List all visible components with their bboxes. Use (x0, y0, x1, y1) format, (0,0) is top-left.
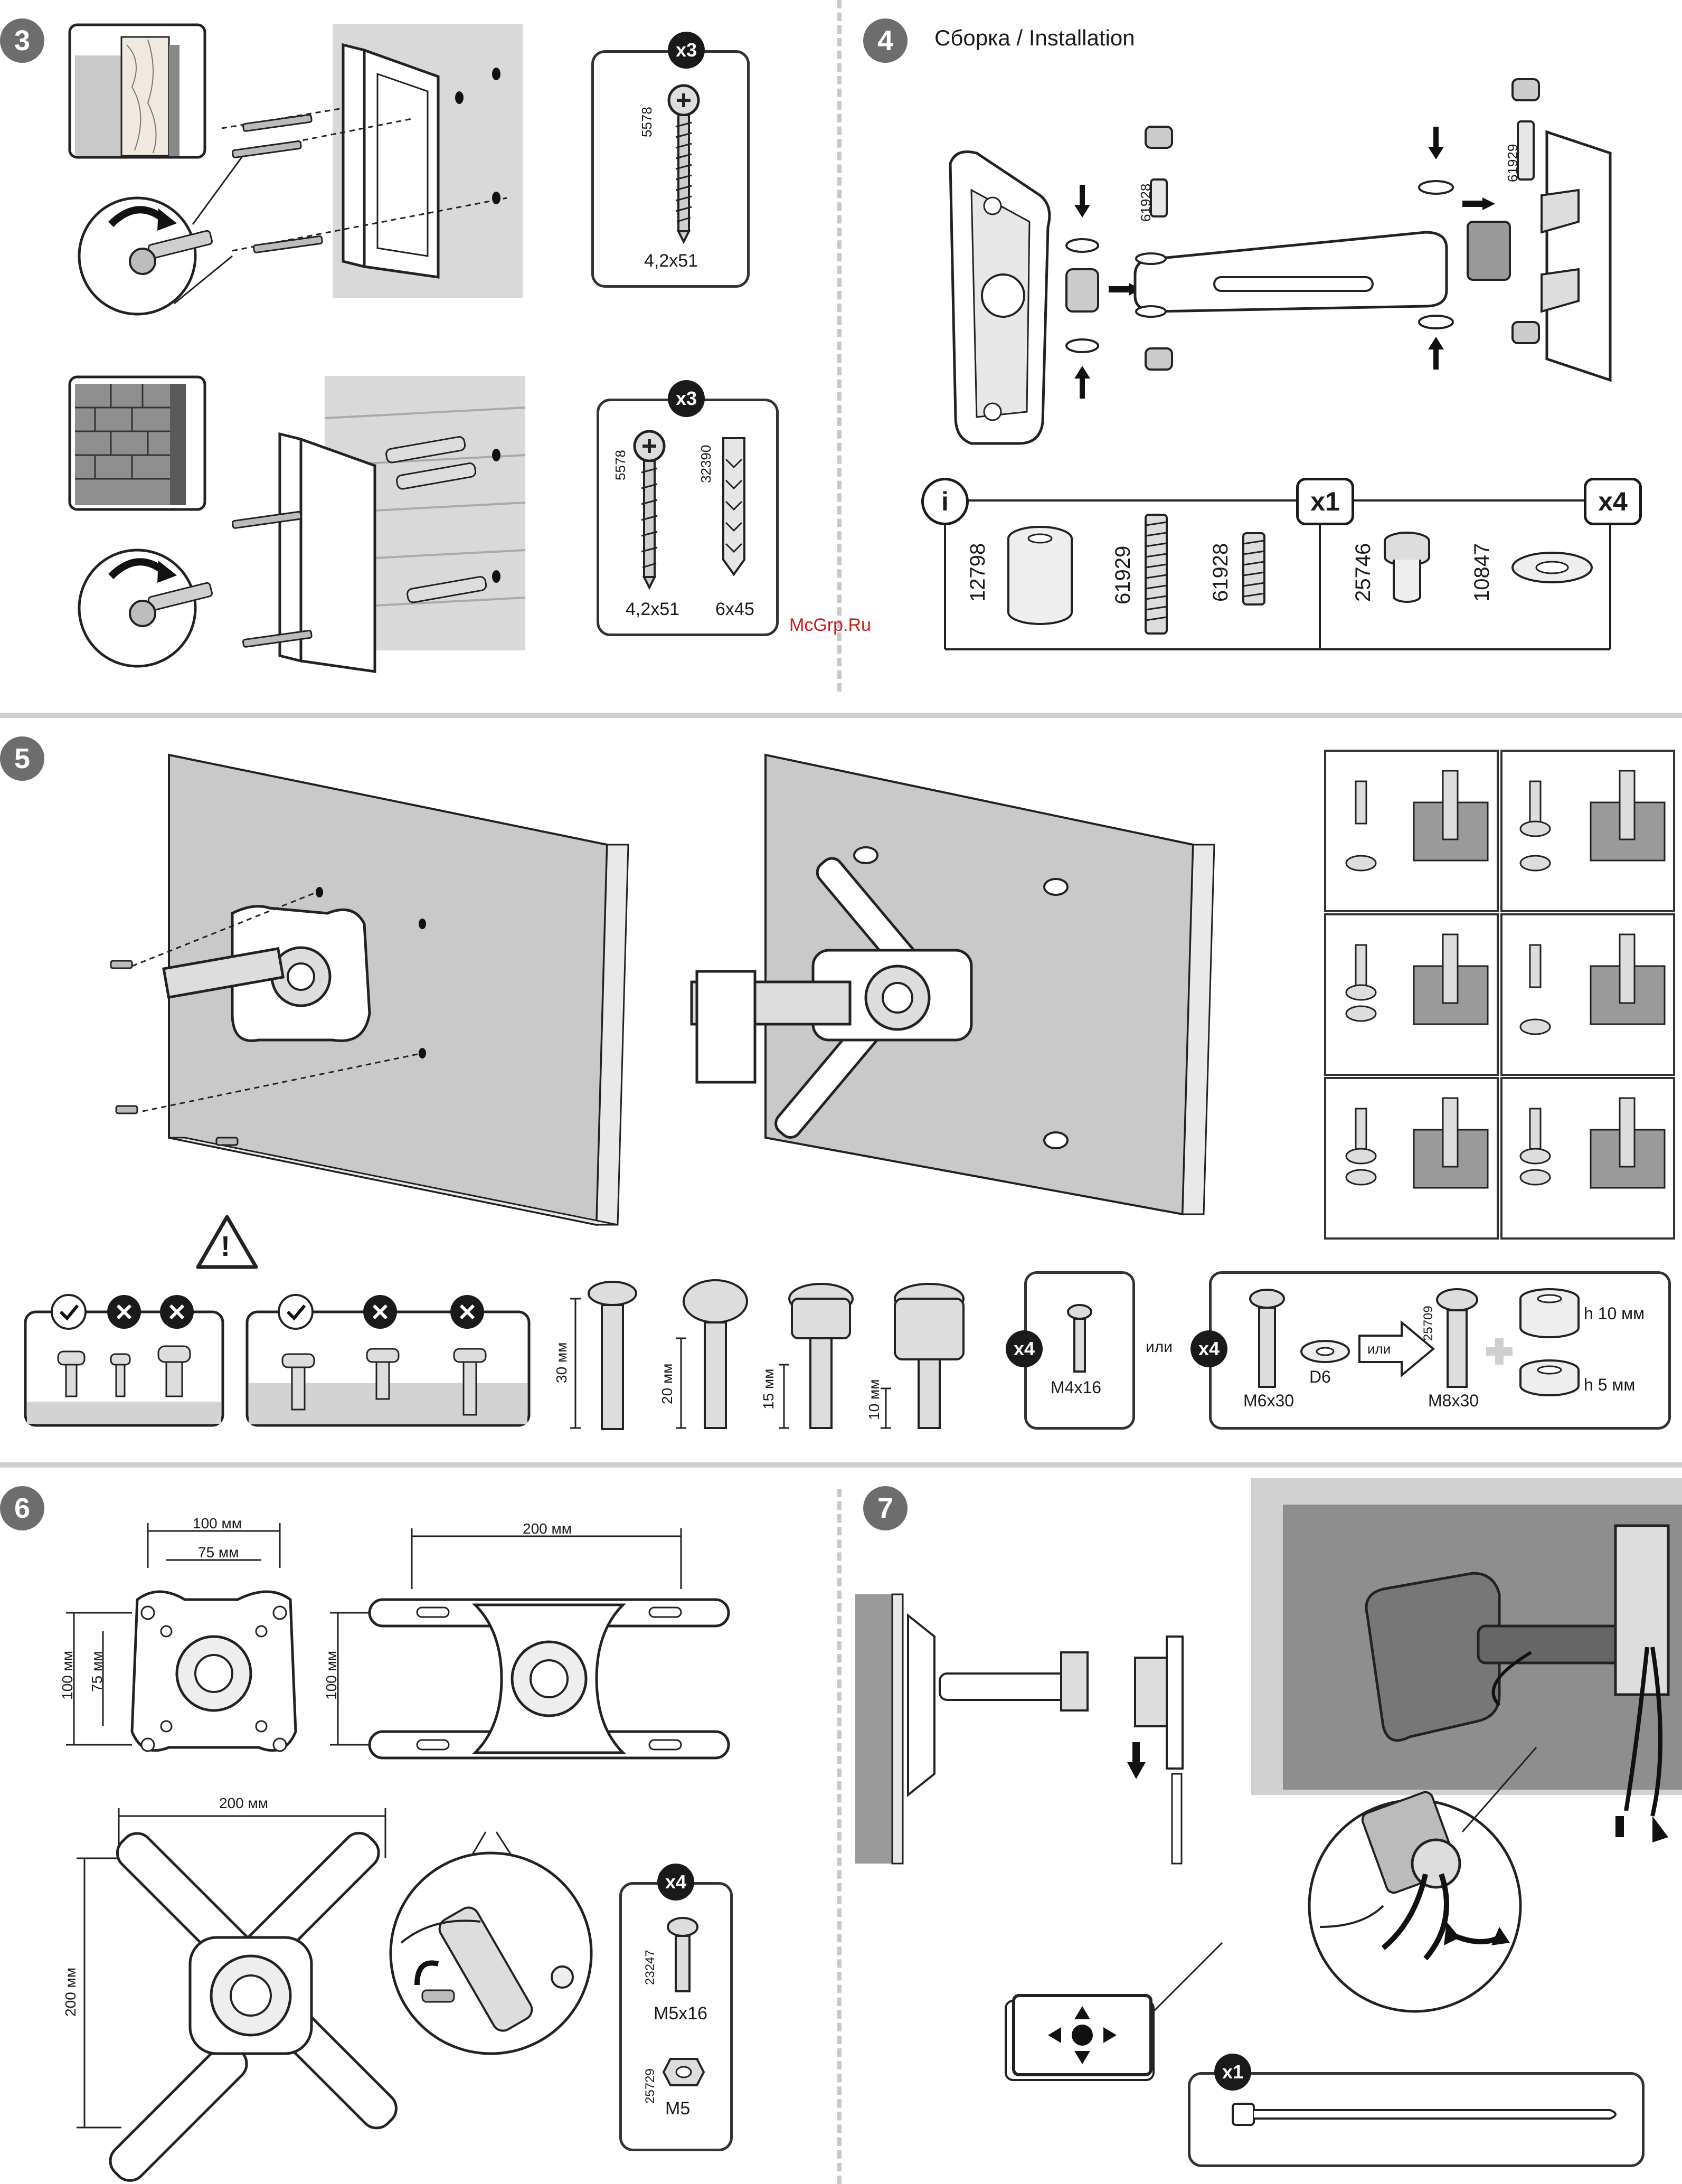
spacer-short-label: h 5 мм (1584, 1375, 1635, 1395)
step3-brick-screw-part-no: 5578 (612, 450, 629, 480)
kit-m6-screw-label: M6x30 (1243, 1391, 1294, 1411)
dim-200-cross-top: 200 мм (219, 1795, 268, 1812)
kit-m4-label: M4x16 (1051, 1378, 1101, 1397)
washer-icon (1510, 549, 1594, 586)
part-61929-label: 61929 (1111, 546, 1135, 604)
step-4-title: Сборка / Installation (934, 25, 1135, 51)
kit-m8-screw-label: M8x30 (1428, 1391, 1479, 1411)
warning-exclamation: ! (221, 1230, 230, 1263)
screw-icon (1436, 1288, 1478, 1388)
vesa-cross-plate-diagram (63, 1805, 433, 2149)
dim-100-top: 100 мм (193, 1515, 242, 1532)
step4-part-61929-label: 61929 (1505, 144, 1521, 182)
dim-100-side: 100 мм (59, 1651, 76, 1700)
kit-m8-part-no: 25709 (1421, 1306, 1436, 1341)
spacer-icon (1003, 523, 1077, 628)
spacer-short-icon (1518, 1359, 1581, 1402)
or-label-1: или (1146, 1338, 1173, 1356)
part-10847-label: 10847 (1470, 543, 1494, 602)
cable-tie-icon (1230, 2098, 1621, 2130)
vesa-small-plate-diagram (63, 1520, 327, 1769)
combo-grid-illustrations (1324, 750, 1672, 1235)
step6-nut-label: M5 (665, 2098, 690, 2119)
step7-cable-tie-qty: x1 (1214, 2054, 1251, 2091)
separator-row1 (0, 713, 1682, 718)
info-badge: i (921, 478, 969, 525)
step6-screw-label: M5x16 (654, 2003, 707, 2024)
step-7-number: 7 (863, 1486, 908, 1530)
screw-icon (1066, 1304, 1093, 1373)
step-5-number: 5 (0, 736, 44, 781)
step3-wood-part-no: 5578 (639, 107, 655, 137)
length-10mm-label: 10 мм (866, 1379, 883, 1420)
watermark: McGrp.Ru (789, 615, 871, 636)
kit-m6-qty: x4 (1190, 1330, 1227, 1367)
part-25746-label: 25746 (1352, 543, 1375, 602)
step6-kit-qty: x4 (657, 1864, 694, 1901)
dim-75-side: 75 мм (89, 1651, 106, 1692)
group1-qty-badge: x1 (1296, 478, 1354, 525)
screw-icon (665, 84, 702, 243)
screw-length-check-diagram (24, 1291, 224, 1428)
length-15mm-label: 15 мм (760, 1369, 777, 1410)
dim-75-top: 75 мм (198, 1544, 239, 1561)
step3-wood-kit-qty: x3 (668, 32, 705, 69)
separator-col-bottom (837, 1489, 842, 2184)
cable-management-diagram (1161, 1473, 1682, 1980)
spacer-tall-label: h 10 мм (1584, 1304, 1645, 1323)
threaded-rod-short-icon (1241, 533, 1267, 607)
kit-m4-qty: x4 (1006, 1330, 1043, 1367)
step3-brick-screw-size: 4,2x51 (626, 599, 679, 620)
plus-icon (1483, 1336, 1515, 1367)
threaded-rod-long-icon (1143, 515, 1169, 636)
step3-wood-size: 4,2x51 (644, 251, 698, 271)
part-61928-label: 61928 (1209, 543, 1233, 602)
brick-mounting-diagram (69, 376, 544, 682)
hex-nut-icon (663, 2056, 705, 2088)
length-30mm-label: 30 мм (553, 1342, 570, 1383)
step4-part-61928-label: 61928 (1138, 184, 1154, 222)
separator-row2 (0, 1462, 1682, 1468)
tv-back-small-plate-diagram (100, 750, 628, 1225)
wall-anchor-icon (718, 438, 750, 575)
step-4-number: 4 (863, 18, 908, 63)
length-20mm-label: 20 мм (659, 1364, 676, 1404)
arm-assembly-diagram (940, 74, 1642, 465)
separator-col-top (837, 0, 842, 692)
dim-100-side-2: 100 мм (323, 1651, 340, 1700)
tv-move-icon (1000, 1990, 1159, 2088)
plate-attach-detail (380, 1827, 602, 2054)
group2-qty-badge: x4 (1584, 478, 1642, 525)
step3-brick-anchor-part-no: 32390 (698, 445, 714, 483)
vesa-bar-plate-diagram (327, 1520, 750, 1784)
screw-depth-check-diagram (245, 1291, 531, 1428)
washer-icon (1299, 1338, 1352, 1365)
screw-icon (631, 430, 668, 589)
or-label-2: или (1367, 1341, 1391, 1357)
kit-m6-washer-label: D6 (1309, 1367, 1331, 1387)
step-3-number: 3 (0, 18, 44, 63)
dim-200-top: 200 мм (523, 1520, 572, 1537)
pivot-bushing-icon (1383, 528, 1431, 607)
spacer-tall-icon (1518, 1288, 1581, 1341)
screw-icon (1249, 1288, 1286, 1388)
part-12798-label: 12798 (966, 543, 990, 602)
step6-nut-part-no: 25729 (643, 2068, 658, 2104)
step-6-number: 6 (0, 1486, 44, 1530)
tv-back-large-plate-diagram (686, 750, 1214, 1225)
step3-brick-kit-qty: x3 (668, 380, 705, 417)
step3-brick-anchor-size: 6x45 (715, 599, 754, 620)
dim-200-cross-side: 200 мм (62, 1968, 79, 2017)
step6-screw-part-no: 23247 (643, 1950, 658, 1985)
wood-mounting-diagram (69, 24, 544, 319)
screw-icon (667, 1916, 698, 1996)
